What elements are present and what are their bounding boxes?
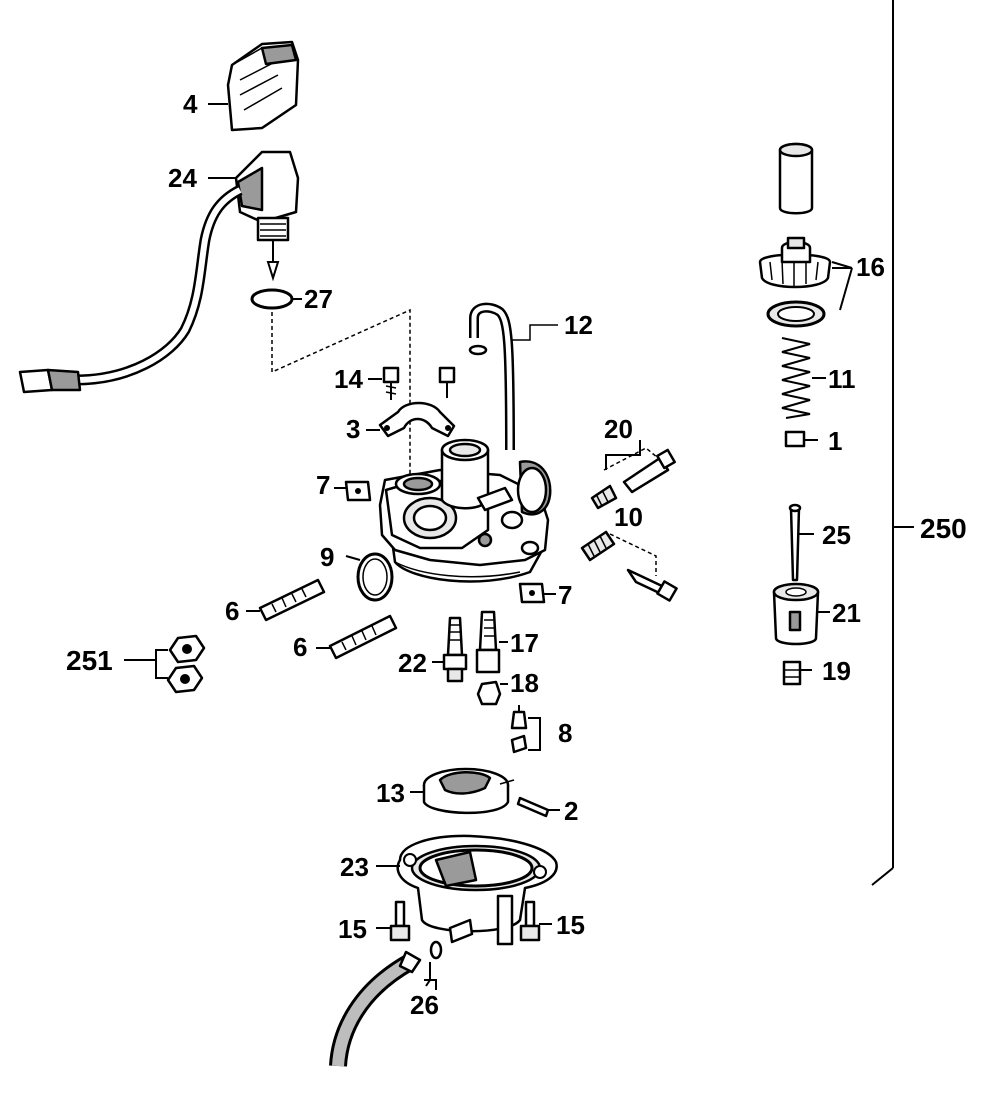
label-part-4: 4: [183, 89, 198, 119]
label-part-26: 26: [410, 990, 439, 1020]
part-13-float: [410, 767, 515, 815]
part-6-stud-upper: [246, 578, 326, 622]
part-16-cap: [758, 236, 832, 289]
part-23-float-bowl: [376, 834, 558, 946]
label-part-7-bottom: 7: [558, 580, 572, 610]
label-part-24: 24: [168, 163, 197, 193]
label-part-3: 3: [346, 414, 360, 444]
label-part-20: 20: [604, 414, 633, 444]
label-part-18: 18: [510, 668, 539, 698]
label-part-25: 25: [822, 520, 851, 550]
part-16-gasket: [766, 261, 853, 328]
label-part-2: 2: [564, 796, 578, 826]
part-26-drain-hose: [329, 940, 443, 1067]
part-7-square-nut-top: [334, 480, 372, 502]
callout-labels: 4 24 27 12 14 3 20 7 10 9 7 6 6 17 251 2…: [66, 89, 967, 1020]
part-21-throttle-valve: [772, 582, 830, 646]
label-part-1: 1: [828, 426, 842, 456]
label-part-22: 22: [398, 648, 427, 678]
label-part-250: 250: [920, 513, 967, 544]
part-25-needle: [788, 503, 814, 582]
part-1-clip: [784, 430, 818, 448]
part-22-needle-jet: [432, 616, 468, 683]
label-part-12: 12: [564, 310, 593, 340]
part-12-vent-tube: [468, 302, 558, 451]
carburetor-body: [378, 438, 552, 583]
part-10-idle-screw: [580, 530, 678, 602]
part-11-spring: [781, 337, 826, 419]
part-14-screws: [368, 366, 456, 400]
label-part-7-top: 7: [316, 470, 330, 500]
label-part-15-left: 15: [338, 914, 367, 944]
part-15-screws: [376, 900, 552, 942]
label-part-15-right: 15: [556, 910, 585, 940]
label-part-251: 251: [66, 645, 113, 676]
label-part-17: 17: [510, 628, 539, 658]
guide-line-27: [271, 308, 411, 505]
part-9-o-ring: [345, 552, 394, 602]
label-part-16: 16: [856, 252, 885, 282]
part-24-auto-choke: [18, 150, 300, 394]
part-20-air-screw: [590, 440, 676, 510]
part-16-tube: [778, 142, 814, 215]
label-part-19: 19: [822, 656, 851, 686]
label-part-9: 9: [320, 542, 334, 572]
part-7-square-nut-bottom: [518, 582, 556, 604]
part-17-jet-holder: [475, 610, 508, 674]
part-19-jet: [782, 660, 812, 686]
label-part-23: 23: [340, 852, 369, 882]
part-18-main-jet: [476, 680, 508, 706]
label-part-21: 21: [832, 598, 861, 628]
label-part-10: 10: [614, 502, 643, 532]
part-2-float-pin: [516, 796, 560, 818]
part-4-cap: [208, 40, 300, 132]
label-part-27: 27: [304, 284, 333, 314]
part-251-nuts: [124, 634, 206, 694]
part-27-o-ring: [250, 288, 302, 310]
label-part-6-lower: 6: [293, 632, 307, 662]
label-part-8: 8: [558, 718, 572, 748]
part-8-float-needle: [510, 705, 541, 754]
label-part-6-upper: 6: [225, 596, 239, 626]
label-part-14: 14: [334, 364, 363, 394]
assembly-250-bracket: [871, 0, 914, 886]
part-6-stud-lower: [316, 614, 398, 660]
label-part-13: 13: [376, 778, 405, 808]
part-3-clamp-plate: [366, 401, 456, 438]
label-part-11: 11: [828, 364, 856, 394]
